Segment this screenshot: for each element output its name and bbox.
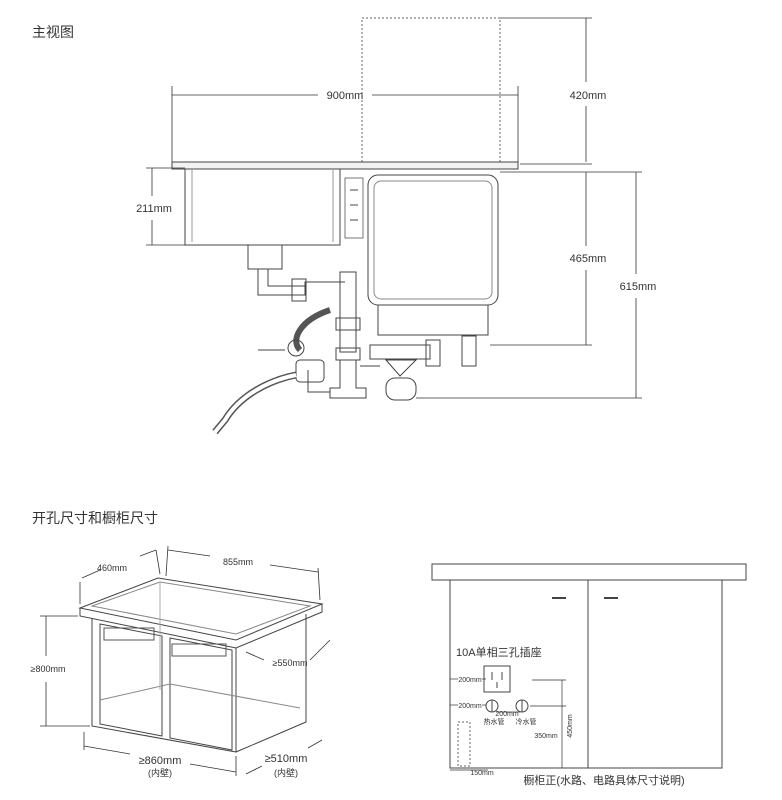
hot-pipe-label: 热水管 (484, 717, 505, 726)
drain-pipe-vertical (339, 271, 357, 353)
lid-dashed-outline (361, 17, 501, 167)
main-view-drawing (171, 17, 519, 435)
iso-inner-width-note: (内壁) (148, 767, 172, 778)
cutout-section-title: 开孔尺寸和橱柜尺寸 (32, 510, 158, 526)
iso-height-label: ≥800mm (31, 664, 66, 674)
dishwasher-depth-label: 465mm (570, 253, 607, 265)
iso-inner-depth-label: ≥550mm (273, 658, 308, 668)
front-countertop (431, 563, 747, 581)
front-dim-350: 350mm (534, 733, 558, 740)
dishwasher-body (367, 174, 499, 306)
basin-depth-label: 211mm (136, 203, 172, 215)
front-dim-200-c: 200mm (495, 711, 519, 718)
cabinet-isometric-drawing (78, 577, 324, 753)
sink-basin (184, 169, 341, 246)
socket-label: 10A单相三孔插座 (456, 645, 542, 659)
main-view-dimensions (146, 17, 642, 399)
iso-inner-side-label: ≥510mm (265, 753, 308, 765)
front-dim-450: 450mm (567, 714, 574, 738)
drain-dashed-outline (457, 721, 471, 767)
front-dim-200-b: 200mm (458, 703, 482, 710)
cabinet-isometric-dimensions (40, 545, 331, 776)
countertop-edge (171, 161, 519, 170)
front-dim-200-a: 200mm (458, 677, 482, 684)
iso-inner-width-label: ≥860mm (139, 755, 182, 767)
trap-filter (385, 377, 417, 401)
drain-hose (212, 371, 297, 435)
main-width-label: 900mm (327, 90, 364, 102)
iso-depth-label: 460mm (97, 563, 127, 573)
dishwasher-base (377, 305, 489, 336)
iso-width-label: 855mm (223, 557, 253, 567)
iso-inner-side-note: (内壁) (274, 767, 298, 778)
sink-drain (247, 244, 283, 270)
socket-icon (483, 665, 511, 693)
cold-pipe-label: 冷水管 (516, 717, 537, 726)
main-view-title: 主视图 (32, 24, 74, 40)
cabinet-front-drawing (431, 563, 747, 769)
upper-height-label: 420mm (570, 90, 607, 102)
upper-hose (293, 307, 332, 353)
front-caption: 橱柜正(水路、电路具体尺寸说明) (523, 773, 684, 787)
front-dim-150: 150mm (470, 770, 494, 777)
cabinet-front-dimensions (450, 678, 566, 771)
total-depth-label: 615mm (620, 281, 657, 293)
